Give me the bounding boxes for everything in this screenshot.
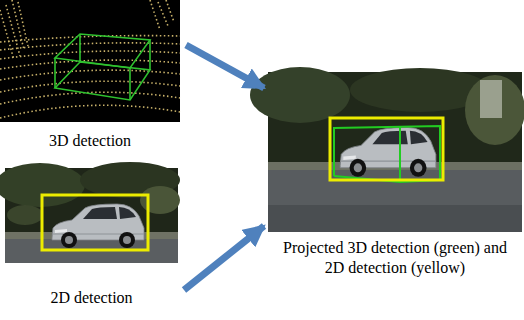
panel-caption: 3D detection (0, 131, 180, 151)
lidar-points (0, 0, 180, 118)
lidar-background (0, 0, 180, 122)
camera-panel (0, 162, 180, 263)
projected-panel (250, 67, 524, 232)
image-panel: 2D detection (5, 168, 178, 312)
2d-bounding-box (330, 118, 443, 180)
lidar-panel (0, 0, 180, 122)
road (268, 168, 522, 232)
2d-bounding-box (42, 195, 148, 250)
image-panel: Projected 3D detection (green) and 2D de… (268, 72, 522, 282)
flow-arrow (184, 226, 264, 290)
panel-caption: Projected 3D detection (green) and 2D de… (279, 238, 511, 278)
projected-3d-box (334, 126, 440, 182)
flow-arrow (186, 45, 264, 88)
panel-caption: 2D detection (5, 288, 178, 308)
3d-bounding-box (55, 34, 150, 100)
image-panel: 3D detection (0, 0, 180, 155)
